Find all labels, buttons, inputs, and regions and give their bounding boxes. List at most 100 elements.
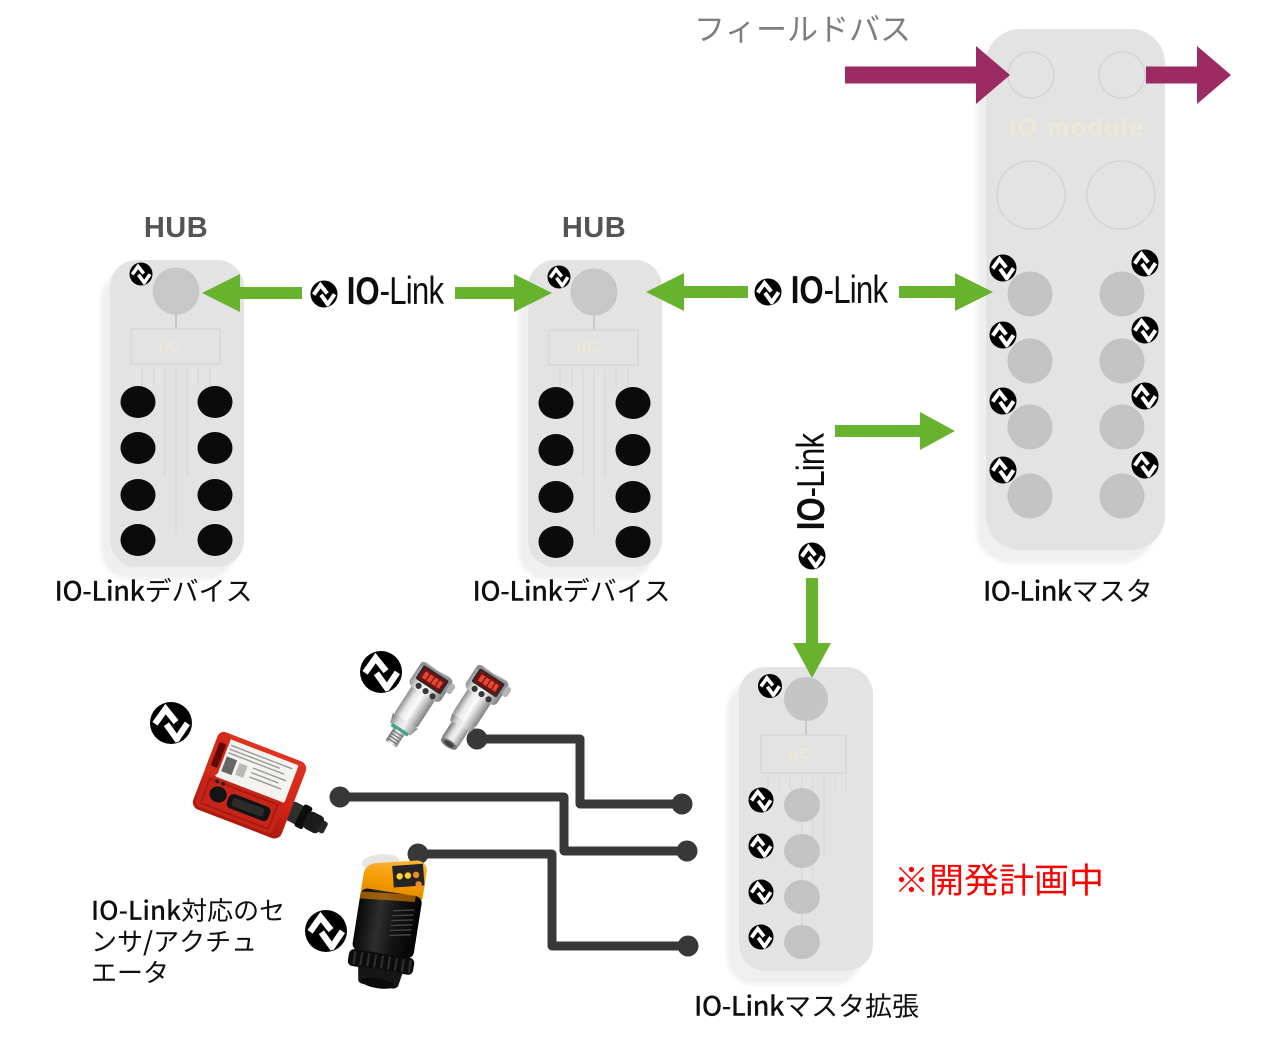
extension-module: [727, 667, 873, 985]
extension-port: [784, 925, 820, 959]
sensors-caption-line2: [91, 928, 288, 959]
extension-port-grid: [749, 788, 820, 959]
fieldbus-arrows: [845, 46, 1231, 104]
iolink-wordmark-2: IO-Link: [791, 269, 888, 313]
hub2-title: HUB: [561, 212, 627, 244]
hub1-module: [101, 260, 244, 579]
iolink-logo-ultrasonic-sensor: [305, 910, 347, 952]
hub2-traces: [559, 369, 629, 534]
io-master-port: [1007, 404, 1053, 450]
hub1-device-port: [120, 432, 156, 464]
hub2-iolink-port: [570, 268, 618, 316]
laser-sensor-connector: [285, 801, 328, 834]
port-iolink-icon: [1132, 452, 1159, 479]
iolink-logo-pressure-sensor: [360, 651, 402, 693]
extension-port: [784, 880, 820, 914]
iolink-wordmark-rest: -Link: [823, 269, 888, 312]
sensors-caption-line1: [91, 897, 288, 928]
arrow-to-hub1: [202, 274, 302, 312]
io-master-port: [1007, 473, 1053, 519]
port-iolink-icon: [990, 457, 1017, 484]
extension-iolink-icon: [758, 674, 782, 698]
cable-laser-sensor: [340, 792, 687, 856]
iolink-logo-laser-sensor: [150, 702, 192, 744]
port-iolink-icon: [1132, 250, 1159, 277]
port-iolink-icon: [990, 322, 1017, 349]
hub1-device-port: [120, 524, 156, 556]
io-master-port: [1007, 338, 1053, 384]
hub1-device-port: [197, 479, 233, 511]
port-iolink-icon: [749, 925, 774, 950]
hub1-device-port: [120, 479, 156, 511]
hub2-device-port: [538, 526, 574, 558]
hub2-iolink-icon: [548, 266, 571, 289]
iolink-wordmark-vertical: IO-Link: [790, 434, 834, 531]
io-master-port-grid: [990, 250, 1159, 519]
io-master-port: [1099, 338, 1145, 384]
port-iolink-icon: [749, 788, 774, 813]
port-iolink-icon: [990, 255, 1017, 282]
io-master-port: [1099, 473, 1145, 519]
expansion-port-2: [1086, 160, 1156, 230]
hub2-label: [473, 577, 674, 609]
cable-pressure-sensor: [477, 734, 682, 809]
io-master-label: [983, 577, 1155, 609]
port-iolink-icon: [1132, 317, 1159, 344]
hub2-uc-box: [548, 329, 639, 366]
iolink-arrows: [202, 273, 993, 678]
extension-label: [694, 992, 922, 1024]
hub2-device-port: [538, 481, 574, 513]
sensors-caption: [91, 897, 288, 990]
extension-uc-box: [760, 734, 847, 774]
hub1-device-port: [120, 386, 156, 418]
hub1-iolink-icon: [130, 263, 153, 286]
fieldbus-label: [694, 13, 913, 50]
hub1-device-port: [197, 524, 233, 556]
port-iolink-icon: [749, 880, 774, 905]
extension-uc-label: μC: [788, 746, 812, 763]
io-master-port: [1099, 404, 1145, 450]
iolink-logo-extension-link: [799, 543, 826, 570]
hub1-uc-box: [130, 328, 221, 365]
io-master-module: [976, 29, 1165, 563]
development-note: [894, 862, 1106, 904]
iolink-wordmark-rest: -Link: [379, 270, 444, 313]
arrow-to-master: [899, 273, 993, 311]
hub2-device-port: [615, 526, 651, 558]
arrow-expansion-out: [835, 412, 955, 450]
hub2-device-port: [538, 434, 574, 466]
iolink-wordmark-1: IO-Link: [347, 270, 444, 314]
extension-port: [784, 788, 820, 822]
fieldbus-arrow-out: [1146, 46, 1231, 104]
arrow-to-hub2-right: [646, 273, 748, 311]
iolink-logo-hub-link: [311, 281, 338, 308]
hub2-device-port: [615, 387, 651, 419]
port-iolink-icon: [1132, 383, 1159, 410]
cable-ultrasonic-sensor: [418, 849, 688, 951]
iolink-wordmark-bold: IO: [346, 270, 380, 313]
expansion-port-1: [996, 160, 1066, 230]
port-iolink-icon: [749, 834, 774, 859]
sensor-cables: [340, 734, 688, 951]
iolink-wordmark-bold: IO: [790, 269, 824, 312]
hub2-port-grid: [538, 387, 651, 558]
arrow-to-hub2-left: [455, 274, 552, 312]
io-module-name: IO module: [1009, 114, 1145, 142]
hub1-title: HUB: [143, 212, 209, 244]
pressure-sensor-2-photo: [440, 664, 512, 750]
cable-dots: [329, 728, 699, 957]
fieldbus-port-out: [1098, 51, 1146, 99]
iolink-wordmark-bold: IO: [790, 497, 833, 531]
extension-port: [784, 834, 820, 868]
hub1-port-grid: [120, 386, 233, 556]
hub2-uc-label: μC: [576, 339, 600, 356]
hub2-device-port: [615, 481, 651, 513]
hub1-label: [55, 577, 256, 609]
fieldbus-arrow-in: [845, 46, 1010, 104]
sensors-caption-line3: [91, 959, 288, 990]
port-iolink-icon: [990, 388, 1017, 415]
hub1-device-port: [197, 386, 233, 418]
hub2-device-port: [615, 434, 651, 466]
hub1-uc-label: μC: [158, 338, 182, 355]
